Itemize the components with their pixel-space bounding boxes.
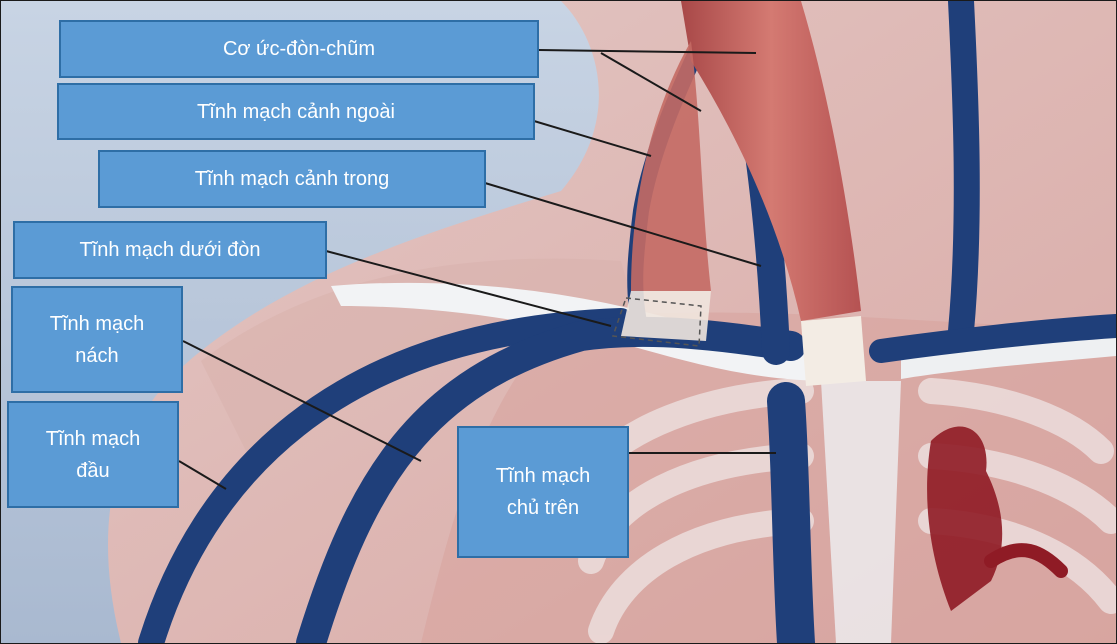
label-sternocleidomastoid: Cơ ức-đòn-chũm bbox=[59, 20, 539, 78]
label-subclavian-vein: Tĩnh mạch dưới đòn bbox=[13, 221, 327, 279]
label-cephalic-vein: Tĩnh mạch đầu bbox=[7, 401, 179, 508]
muscle-tendon bbox=[801, 316, 866, 386]
right-jugular-vein bbox=[961, 1, 967, 331]
muscle-tendon-2 bbox=[621, 291, 711, 341]
label-superior-vena-cava: Tĩnh mạch chủ trên bbox=[457, 426, 629, 558]
superior-vena-cava bbox=[786, 401, 796, 643]
label-axillary-vein: Tĩnh mạch nách bbox=[11, 286, 183, 393]
label-external-jugular-vein: Tĩnh mạch cảnh ngoài bbox=[57, 83, 535, 140]
label-internal-jugular-vein: Tĩnh mạch cảnh trong bbox=[98, 150, 486, 208]
